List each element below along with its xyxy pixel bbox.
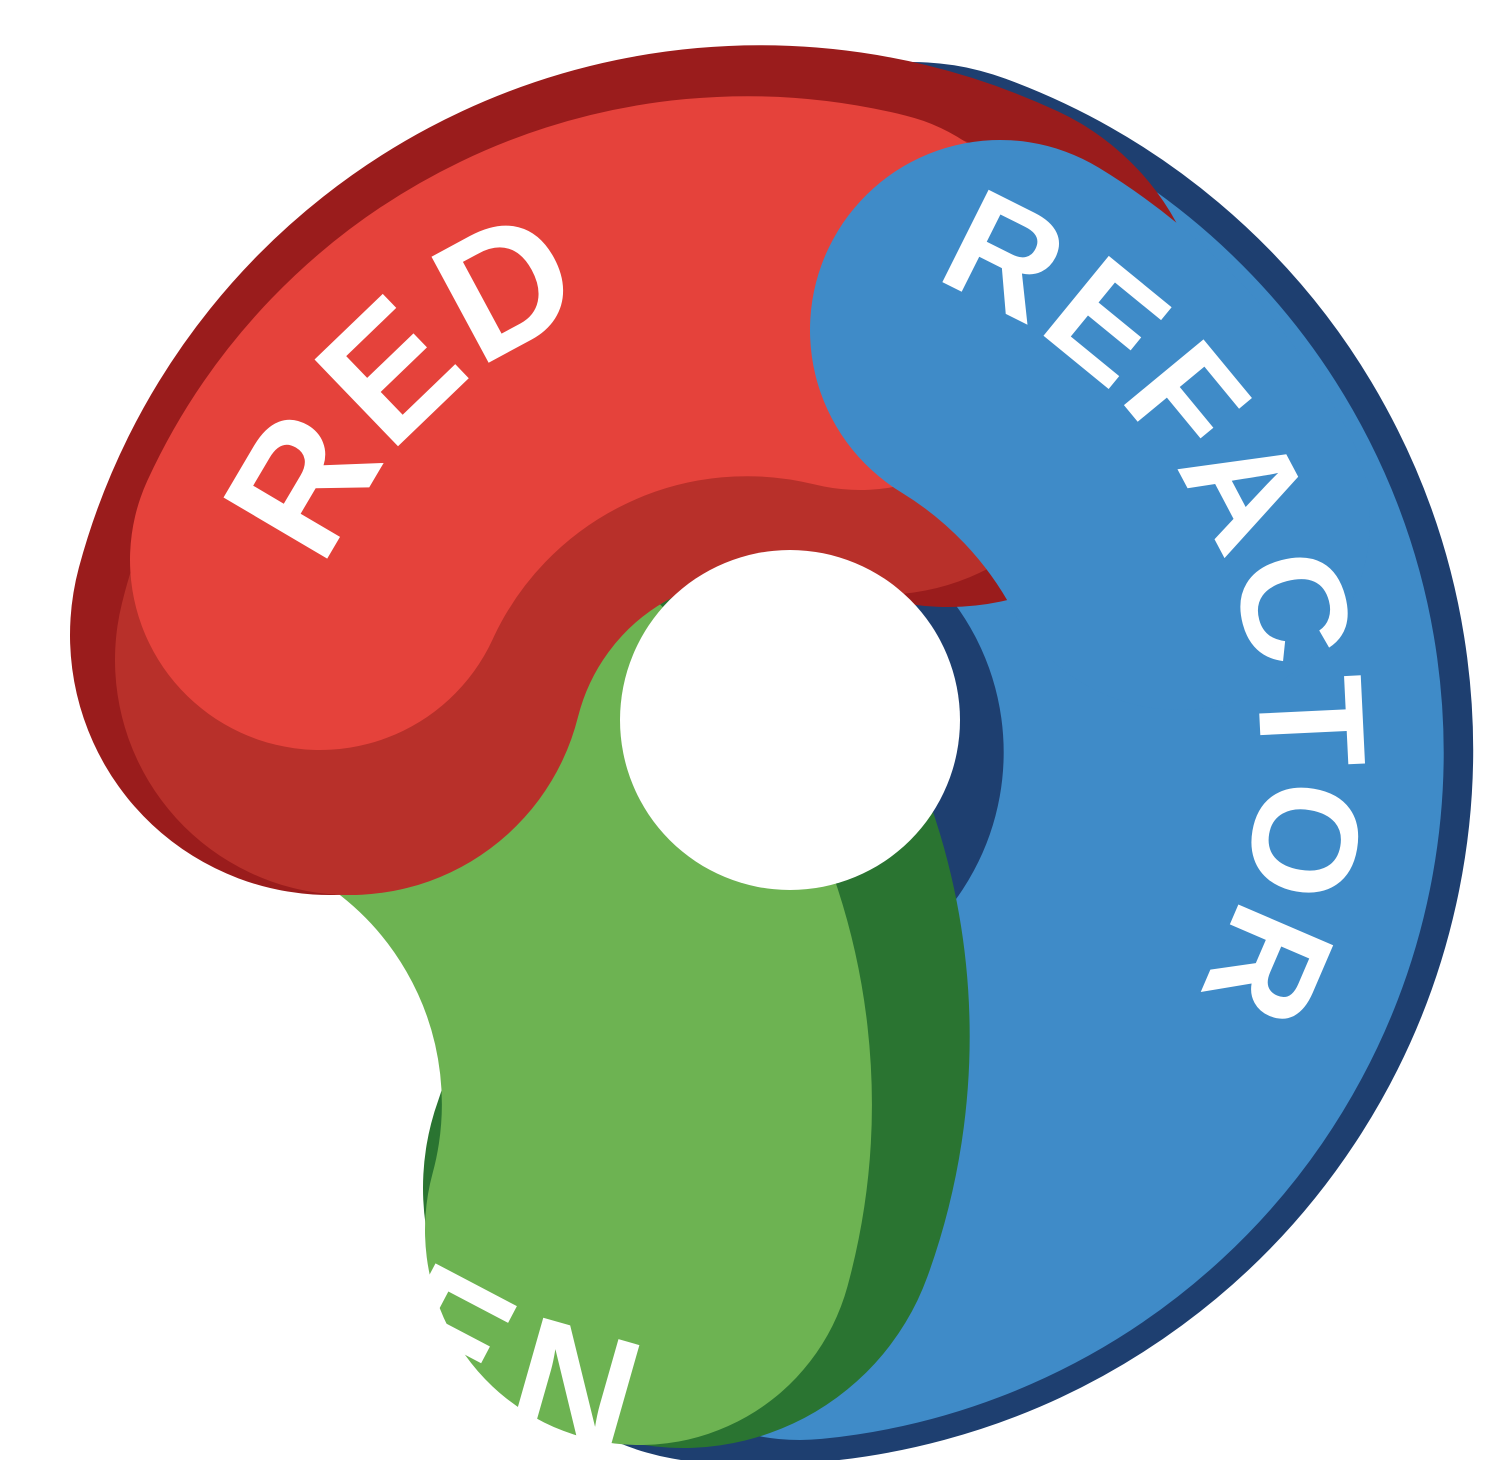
refactor-band-overlap bbox=[810, 140, 1370, 710]
center-hole bbox=[620, 550, 960, 890]
red-band bbox=[130, 96, 1050, 750]
